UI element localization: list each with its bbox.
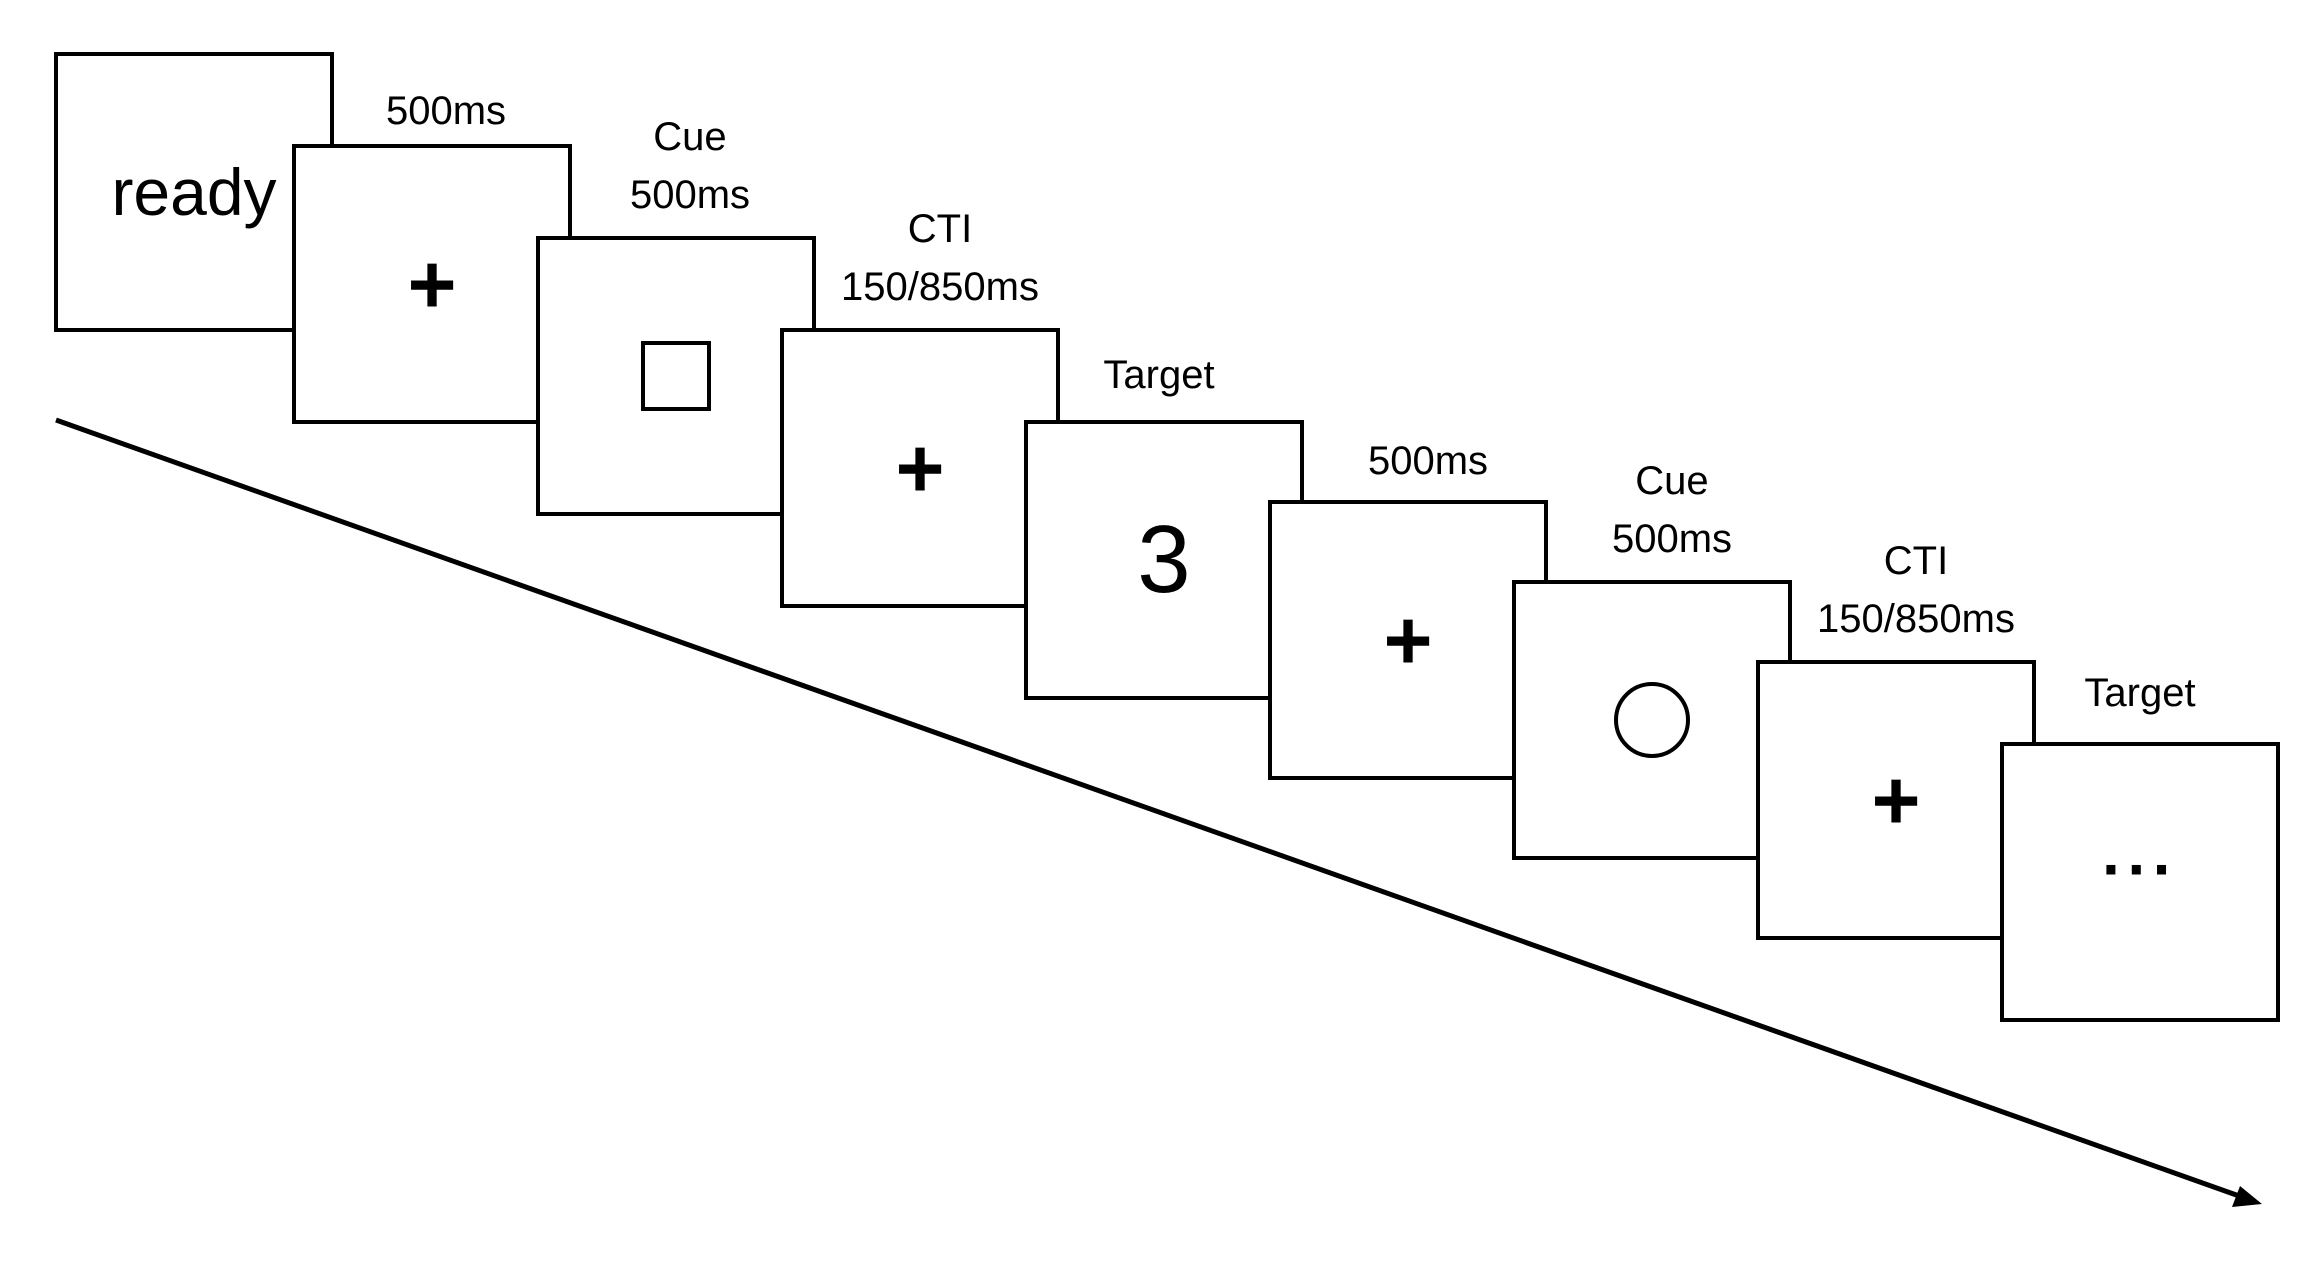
label-line: Cue <box>1635 459 1709 503</box>
label-cti-1: CTI 150/850ms <box>790 200 1090 316</box>
ready-text: ready <box>111 155 277 229</box>
label-line: Cue <box>653 115 727 159</box>
frame-cue-square <box>536 236 816 516</box>
label-line: 150/850ms <box>841 265 1039 309</box>
time-arrow-head <box>2232 1186 2262 1207</box>
label-cue-1: Cue 500ms <box>540 108 840 224</box>
label-cue-2: Cue 500ms <box>1522 452 1822 568</box>
frame-target-ellipsis: ··· <box>2000 742 2280 1022</box>
fixation-cross: + <box>1383 593 1433 687</box>
frame-fixation-2: + <box>780 328 1060 608</box>
label-line: 150/850ms <box>1817 597 2015 641</box>
frame-fixation-4: + <box>1756 660 2036 940</box>
frame-ready: ready <box>54 52 334 332</box>
label-cti-2: CTI 150/850ms <box>1766 532 2066 648</box>
circle-cue-icon <box>1614 682 1690 758</box>
frame-fixation-3: + <box>1268 500 1548 780</box>
frame-target-digit: 3 <box>1024 420 1304 700</box>
label-line: CTI <box>1883 539 1949 583</box>
label-line: Target <box>2084 671 2196 715</box>
label-line: CTI <box>907 207 973 251</box>
label-interval-2: 500ms <box>1278 432 1578 490</box>
frame-cue-circle <box>1512 580 1792 860</box>
label-target-2: Target <box>1990 664 2290 722</box>
ellipsis-text: ··· <box>2102 833 2178 906</box>
label-line: 500ms <box>1367 439 1489 483</box>
fixation-cross: + <box>895 421 945 515</box>
label-line: 500ms <box>1611 517 1733 561</box>
target-digit: 3 <box>1137 506 1191 613</box>
label-interval-1: 500ms <box>296 82 596 140</box>
label-target-1: Target <box>1009 346 1309 404</box>
label-line: Target <box>1103 353 1215 397</box>
frame-fixation-1: + <box>292 144 572 424</box>
label-line: 500ms <box>629 173 751 217</box>
fixation-cross: + <box>1871 753 1921 847</box>
label-line: 500ms <box>385 89 507 133</box>
fixation-cross: + <box>407 237 457 331</box>
square-cue-icon <box>641 341 711 411</box>
time-arrow-line <box>55 417 2243 1200</box>
